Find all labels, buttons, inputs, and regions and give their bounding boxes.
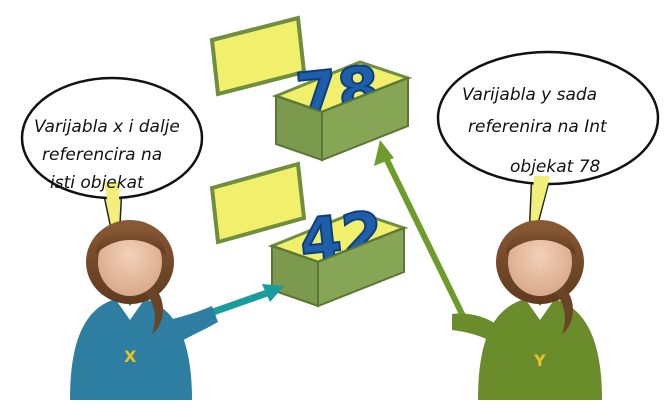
box-42-lid — [209, 161, 307, 245]
bubble-x-line-3: isti objekat — [50, 173, 145, 193]
box-42: 42 — [209, 161, 409, 308]
person-x-label: X — [124, 347, 137, 366]
box-78-number: 78 — [293, 53, 383, 131]
speech-bubble-x: Varijabla x i dalje referencira na isti … — [20, 76, 204, 263]
arrow-y-to-78 — [374, 140, 467, 321]
person-y-avatar: Y — [452, 220, 602, 400]
person-x-avatar: X — [70, 220, 218, 400]
bubble-y-line-1: Varijabla y sada — [462, 85, 597, 105]
bubble-x-line-2: referencira na — [42, 145, 162, 165]
speech-bubble-y: Varijabla y sada referenira na Int objek… — [436, 50, 660, 263]
bubble-y-line-3: objekat 78 — [510, 157, 601, 177]
person-y-label: Y — [533, 351, 546, 370]
bubble-y-line-2: referenira na Int — [468, 117, 608, 137]
box-78: 78 — [209, 15, 413, 162]
bubble-x-line-1: Varijabla x i dalje — [34, 117, 180, 137]
box-78-lid — [209, 15, 307, 97]
